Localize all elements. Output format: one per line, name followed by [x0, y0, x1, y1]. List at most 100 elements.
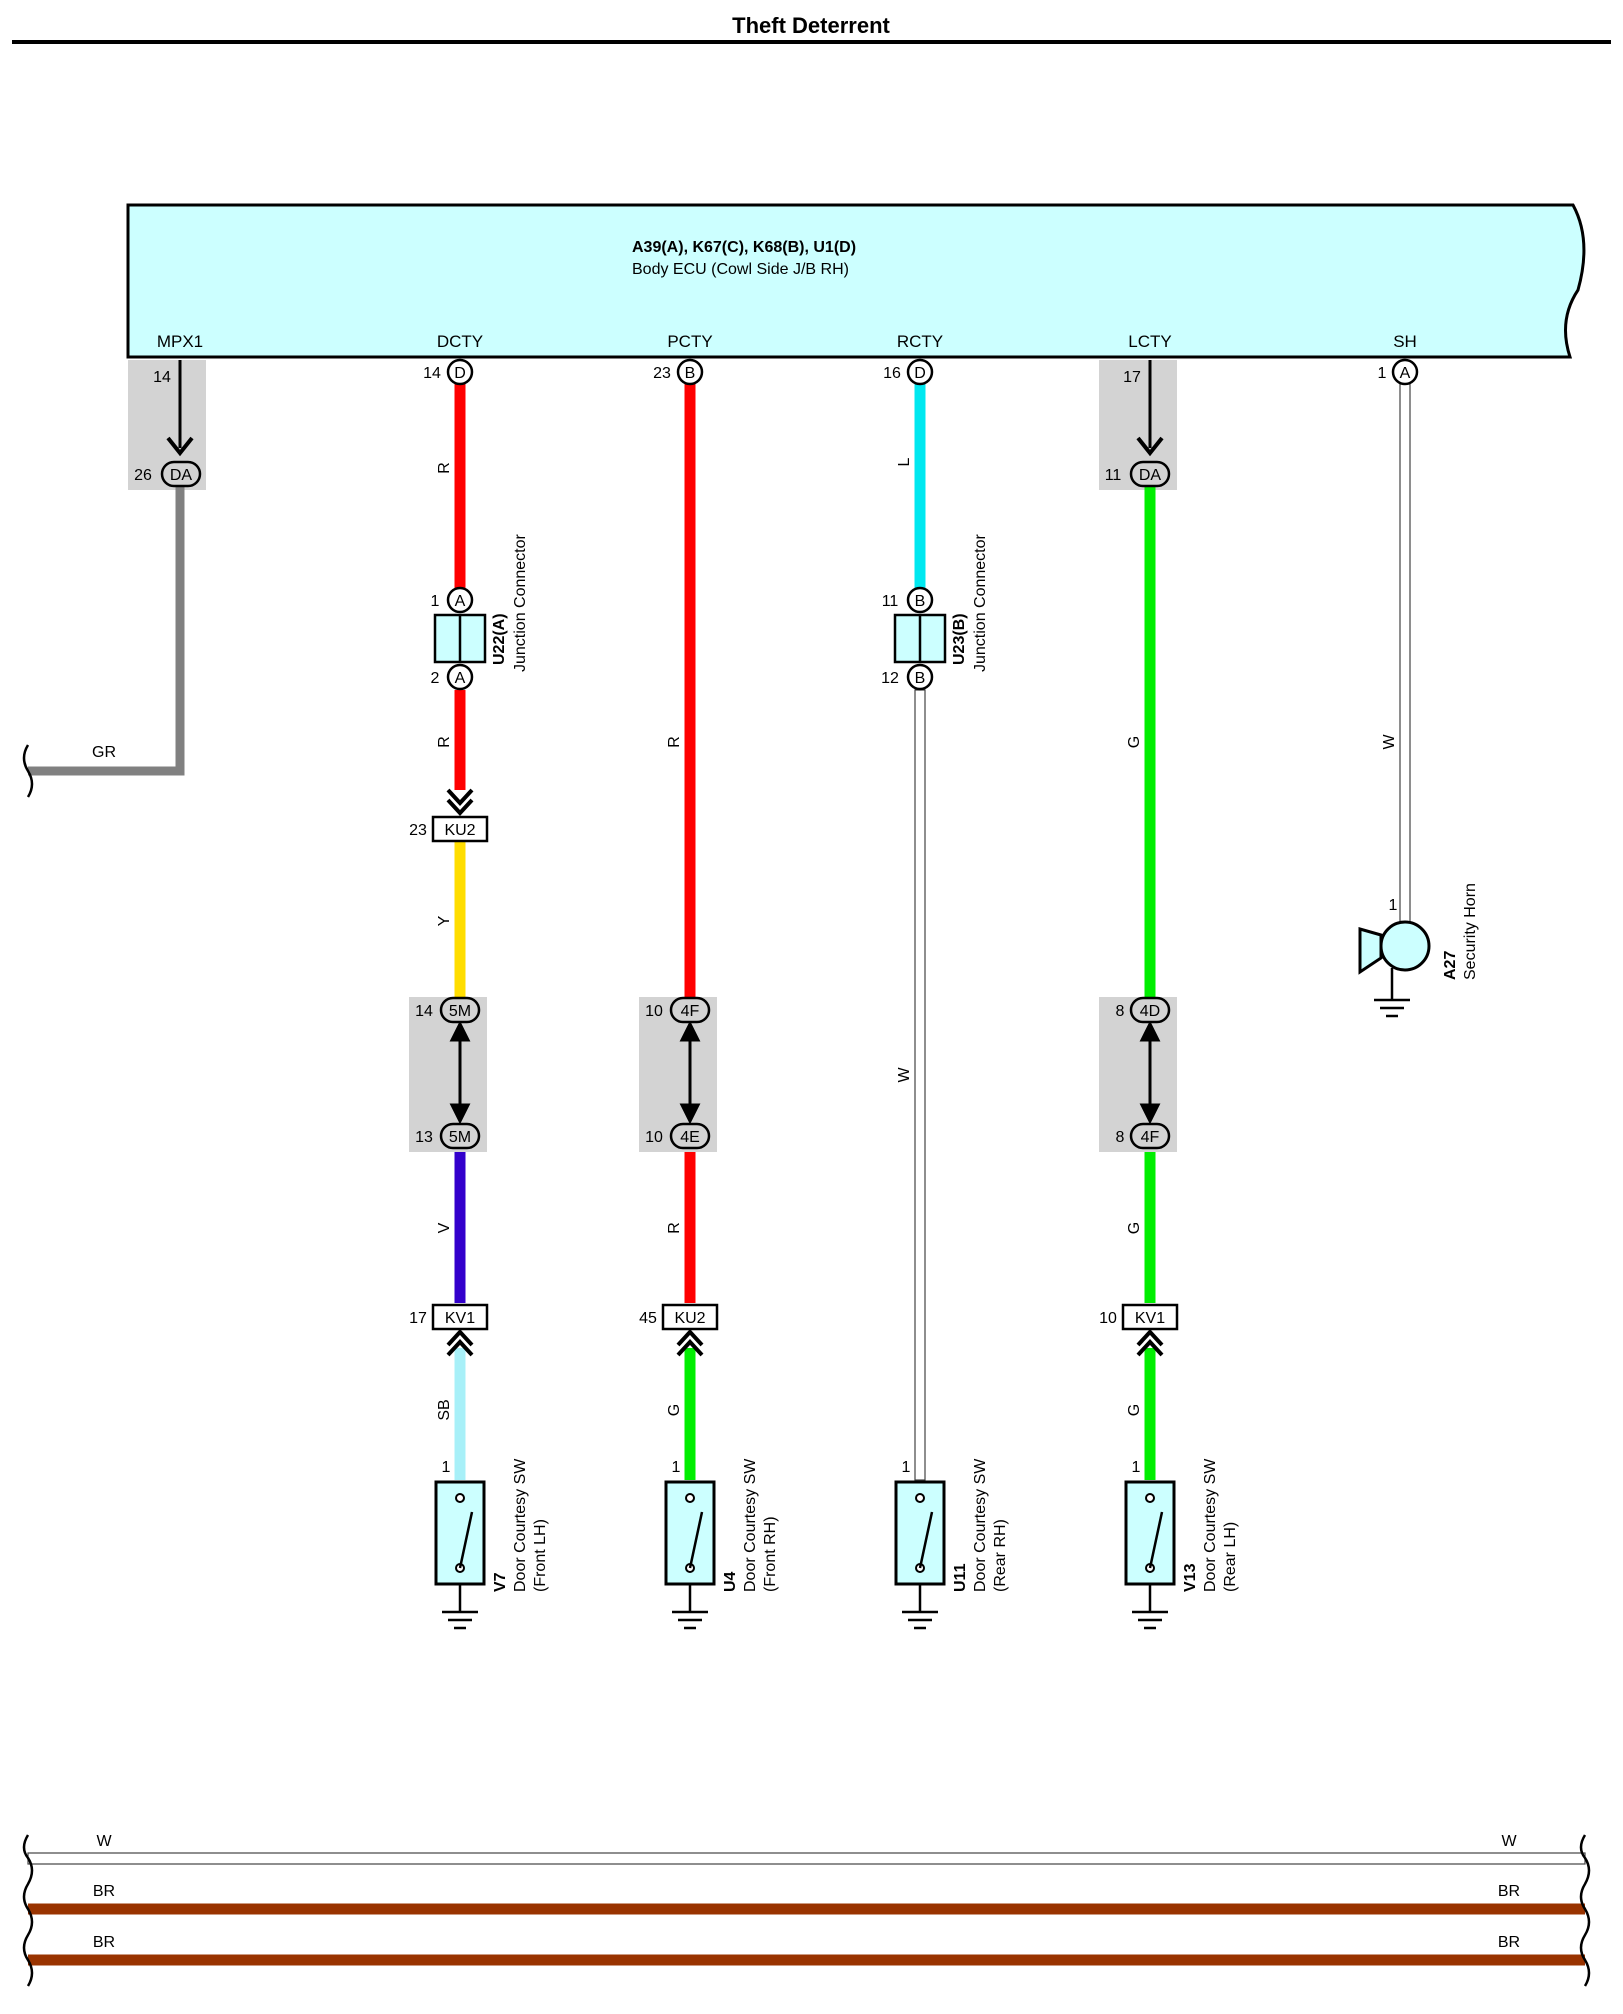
pin-num: 26	[134, 467, 152, 484]
junction-u22: A A 1 2 U22(A) Junction Connector	[431, 533, 529, 691]
wire-label: L	[896, 457, 913, 466]
box-label: KU2	[674, 1310, 705, 1327]
terminal-rcty: RCTY	[897, 332, 943, 351]
junction-code: U22(A)	[491, 613, 508, 665]
bus-br-1: BR BR	[28, 1883, 1585, 1915]
wire-label: BR	[1498, 1934, 1520, 1951]
box-label: KV1	[445, 1310, 475, 1327]
chevron-up-kv1-lcty	[1136, 1329, 1164, 1357]
pin-letter: D	[454, 365, 466, 382]
connector-kv1-lcty: KV1 10	[1099, 1303, 1179, 1331]
pin-num: 1	[672, 1459, 681, 1476]
switch-pos: (Front RH)	[762, 1516, 779, 1592]
pin-letter: B	[685, 365, 696, 382]
wire-label: GR	[92, 744, 116, 761]
switch-name: Door Courtesy SW	[742, 1458, 759, 1592]
pin-num: 14	[423, 365, 441, 382]
junction-name: Junction Connector	[512, 533, 529, 672]
wire-label: R	[436, 736, 453, 748]
junction-code: U23(B)	[951, 613, 968, 665]
wire-label: R	[666, 736, 683, 748]
terminal-pcty: PCTY	[667, 332, 712, 351]
switch-pos: (Rear LH)	[1222, 1522, 1239, 1592]
pin-num: 10	[645, 1003, 663, 1020]
switch-v7: 1 V7 Door Courtesy SW (Front LH)	[434, 1458, 549, 1630]
jc-arrows-5m	[449, 1020, 471, 1125]
switch-code: V7	[492, 1572, 509, 1592]
connector-kv1-dcty: KV1 17	[409, 1303, 489, 1331]
page-title: Theft Deterrent	[732, 13, 890, 38]
chevron-up-ku2-pcty	[676, 1329, 704, 1357]
switch-name: Door Courtesy SW	[512, 1458, 529, 1592]
pin-num: 11	[882, 593, 899, 610]
pin-num: 8	[1116, 1129, 1125, 1146]
connector-4f-4e: 4F 4E 10 10	[645, 996, 711, 1150]
pin-sh-ecu: A	[1391, 358, 1419, 386]
wire-label: G	[666, 1404, 683, 1416]
pin-num: 17	[1123, 369, 1141, 386]
horn-name: Security Horn	[1462, 883, 1479, 980]
pin-letter: A	[455, 593, 466, 610]
pin-num: 45	[639, 1310, 657, 1327]
switch-pos: (Rear RH)	[992, 1519, 1009, 1592]
wire-label: BR	[93, 1934, 115, 1951]
pill-label: 5M	[449, 1129, 471, 1146]
arrow-mpx1	[166, 436, 194, 457]
break-mark-right	[1579, 1834, 1591, 1987]
wire-label: G	[1126, 1222, 1143, 1234]
ecu-box	[126, 203, 1586, 359]
pin-num: 11	[1105, 467, 1122, 484]
switch-v13: 1 V13 Door Courtesy SW (Rear LH)	[1124, 1458, 1239, 1630]
box-label: KV1	[1135, 1310, 1165, 1327]
terminal-dcty: DCTY	[437, 332, 483, 351]
switch-code: V13	[1182, 1563, 1199, 1592]
wire-label: R	[666, 1222, 683, 1234]
pin-num: 23	[409, 822, 427, 839]
wire-label: V	[436, 1222, 453, 1233]
pin-letter: B	[915, 670, 926, 687]
pin-num: 8	[1116, 1003, 1125, 1020]
pin-num: 1	[1132, 1459, 1141, 1476]
wire-w-sh	[1399, 382, 1411, 924]
wire-label: SB	[436, 1399, 453, 1420]
wire-label: BR	[1498, 1883, 1520, 1900]
pin-num: 14	[153, 369, 171, 386]
chevron-down-ku2	[446, 788, 474, 816]
pin-letter: B	[915, 593, 926, 610]
terminal-lcty: LCTY	[1128, 332, 1171, 351]
pin-num: 1	[442, 1459, 451, 1476]
ecu-codes: A39(A), K67(C), K68(B), U1(D)	[632, 239, 856, 256]
wire-label: W	[896, 1067, 913, 1083]
wire-label: BR	[93, 1883, 115, 1900]
break-mark-gr	[22, 744, 34, 798]
box-label: KU2	[444, 822, 475, 839]
pin-num: 10	[1099, 1310, 1117, 1327]
terminal-sh: SH	[1393, 332, 1417, 351]
switch-name: Door Courtesy SW	[972, 1458, 989, 1592]
pin-num: 12	[881, 670, 899, 687]
wire-label: W	[96, 1833, 112, 1850]
pill-label: DA	[170, 467, 193, 484]
switch-pos: (Front LH)	[532, 1519, 549, 1592]
pill-label: 4F	[681, 1003, 700, 1020]
switch-code: U4	[722, 1571, 739, 1592]
bus-w: W W	[27, 1833, 1586, 1865]
connector-ku2-pcty: KU2 45	[639, 1303, 719, 1331]
pill-label: 5M	[449, 1003, 471, 1020]
connector-da-lcty: DA	[1129, 460, 1171, 488]
pin-letter: A	[1400, 365, 1411, 382]
junction-name: Junction Connector	[972, 533, 989, 672]
pin-rcty-ecu: D	[906, 358, 934, 386]
connector-da-mpx1: DA	[160, 460, 202, 488]
switch-code: U11	[952, 1563, 969, 1592]
pin-num: 1	[902, 1459, 911, 1476]
wire-w-rcty	[914, 689, 926, 1481]
pin-pcty-ecu: B	[676, 358, 704, 386]
pill-label: 4D	[1140, 1003, 1160, 1020]
pin-num: 1	[1378, 365, 1387, 382]
wire-label: Y	[436, 915, 453, 926]
connector-5m: 5M 5M 14 13	[415, 996, 481, 1150]
pin-num: 1	[1389, 897, 1398, 914]
pin-num: 2	[431, 670, 440, 687]
